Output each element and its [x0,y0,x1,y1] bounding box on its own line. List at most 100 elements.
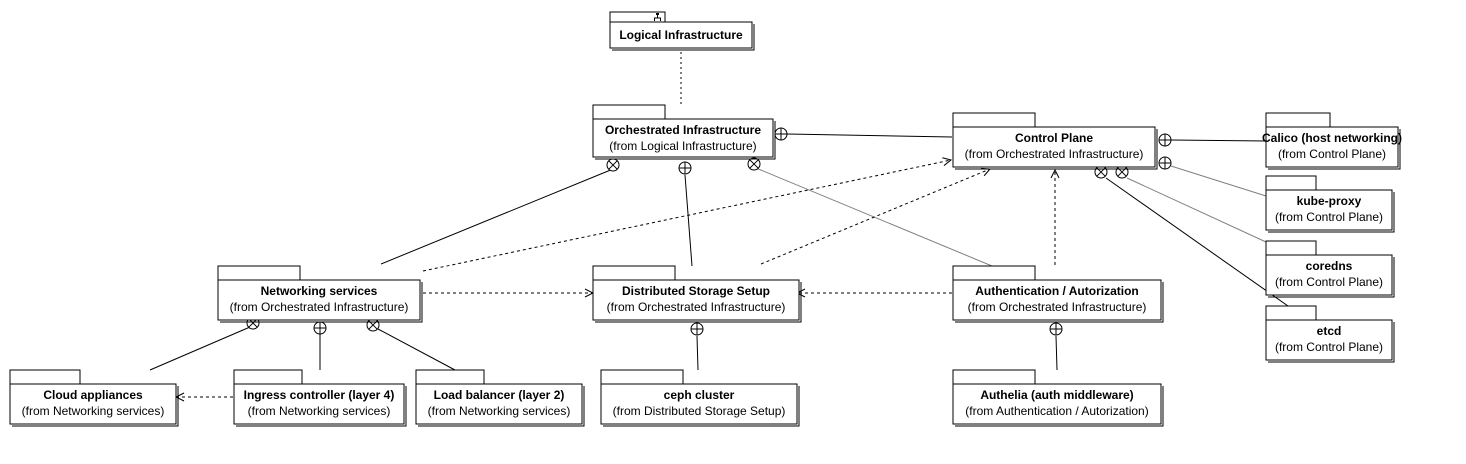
package-shadow [418,386,585,427]
containment-symbol [313,321,327,335]
package-auth[interactable]: Authentication / Autorization(from Orche… [952,265,1164,323]
package-coredns[interactable]: coredns (from Control Plane) [1265,240,1395,298]
containment-orchestrated-storage[interactable] [684,174,693,267]
package-origin: (from Orchestrated Infrastructure) [965,147,1144,161]
package-name: coredns [1306,259,1353,273]
containment-symbol [1158,133,1172,147]
containment-control-etcd[interactable] [1105,177,1289,307]
package-origin: (from Orchestrated Infrastructure) [230,300,409,314]
package-body [1265,319,1393,361]
package-origin: (from Logical Infrastructure) [609,139,756,153]
package-shadow [1268,129,1401,170]
connectors [149,52,1289,397]
package-shadow [220,282,423,323]
package-body [9,383,177,425]
containment-symbol [747,157,761,171]
containment-networking-cloud[interactable] [149,326,251,371]
package-tab [592,104,666,120]
containment-orchestrated-networking[interactable] [380,168,614,265]
package-tab [952,112,1036,128]
package-body [1265,126,1399,168]
nesting-symbols [246,127,1172,336]
package-shadow [1268,192,1395,233]
package-body [1265,254,1393,296]
package-name: Authelia (auth middleware) [980,388,1133,402]
package-name: ceph cluster [664,388,735,402]
dependency-networking-control[interactable] [422,160,951,272]
package-loadbalancer[interactable]: Load balancer (layer 2) (from Networking … [415,369,585,427]
package-control[interactable]: Control Plane (from Orchestrated Infrastr… [952,112,1158,170]
containment-symbol [606,158,620,172]
package-tab [600,369,684,385]
package-origin: (from Orchestrated Infrastructure) [968,300,1147,314]
package-origin: (from Networking services) [248,404,391,418]
package-tab [233,369,303,385]
package-origin: (from Authentication / Autorization) [965,404,1148,418]
package-shadow [595,121,776,160]
containment-auth-authelia[interactable] [1055,335,1058,371]
package-kubeproxy[interactable]: kube-proxy (from Control Plane) [1265,175,1395,233]
package-name: Load balancer (layer 2) [434,388,565,402]
package-ingress[interactable]: Ingress controller (layer 4) (from Networ… [233,369,407,427]
package-storage[interactable]: Distributed Storage Setup (from Orchestra… [592,265,802,323]
containment-symbol [774,127,788,141]
containment-control-calico[interactable] [1170,139,1267,142]
package-cloud[interactable]: Cloud appliances (from Networking service… [9,369,179,427]
package-networking[interactable]: Networking services (from Orchestrated In… [217,265,423,323]
package-origin: (from Networking services) [428,404,571,418]
package-origin: (from Distributed Storage Setup) [613,404,786,418]
package-shadow [603,386,800,427]
package-name: Networking services [261,284,378,298]
package-shadow [1268,322,1395,363]
containment-networking-loadbalancer[interactable] [377,328,456,371]
package-tab [1265,175,1317,191]
package-body [600,383,798,425]
package-tab [952,265,1036,281]
package-shadow [955,386,1164,427]
package-shadow [955,129,1158,170]
package-calico[interactable]: Calico (host networking)(from Control Pl… [1262,112,1402,170]
package-tab [592,265,676,281]
package-origin: (from Control Plane) [1275,210,1383,224]
package-tab [1265,240,1317,256]
package-shadow [612,24,755,51]
package-body [952,279,1162,321]
containment-symbol [678,161,692,175]
dependency-storage-control[interactable] [760,169,990,265]
package-origin: (from Control Plane) [1278,147,1386,161]
package-tab [1265,305,1317,321]
package-origin: (from Control Plane) [1275,275,1383,289]
containment-symbol [1158,156,1172,170]
package-name: Distributed Storage Setup [622,284,770,298]
package-orchestrated[interactable]: Orchestrated Infrastructure (from Logical… [592,104,776,160]
containment-control-coredns[interactable] [1126,177,1267,243]
model-icon-dot [656,13,659,15]
package-body [952,383,1162,425]
containment-orchestrated-control[interactable] [786,133,953,138]
package-name: Orchestrated Infrastructure [605,123,761,137]
package-shadow [955,282,1164,323]
containment-symbol [1115,165,1129,179]
package-name: Control Plane [1015,131,1093,145]
containment-symbol [1049,322,1063,336]
package-tab [217,265,301,281]
package-body [952,126,1156,168]
package-tab [9,369,81,385]
package-ceph[interactable]: ceph cluster (from Distributed Storage Se… [600,369,800,427]
containment-storage-ceph[interactable] [696,335,699,371]
package-name: Cloud appliances [43,388,143,402]
package-etcd[interactable]: etcd (from Control Plane) [1265,305,1395,363]
package-origin: (from Control Plane) [1275,340,1383,354]
package-name: kube-proxy [1297,194,1362,208]
package-origin: (from Orchestrated Infrastructure) [607,300,786,314]
package-origin: (from Networking services) [22,404,165,418]
package-name: Logical Infrastructure [619,28,743,42]
package-name: Ingress controller (layer 4) [244,388,395,402]
package-body [217,279,421,321]
package-logical[interactable]: Logical Infrastructure [609,11,755,51]
package-name: etcd [1317,324,1342,338]
containment-symbol [1094,165,1108,179]
package-authelia[interactable]: Authelia (auth middleware) (from Authenti… [952,369,1164,427]
containment-control-kubeproxy[interactable] [1170,165,1267,197]
